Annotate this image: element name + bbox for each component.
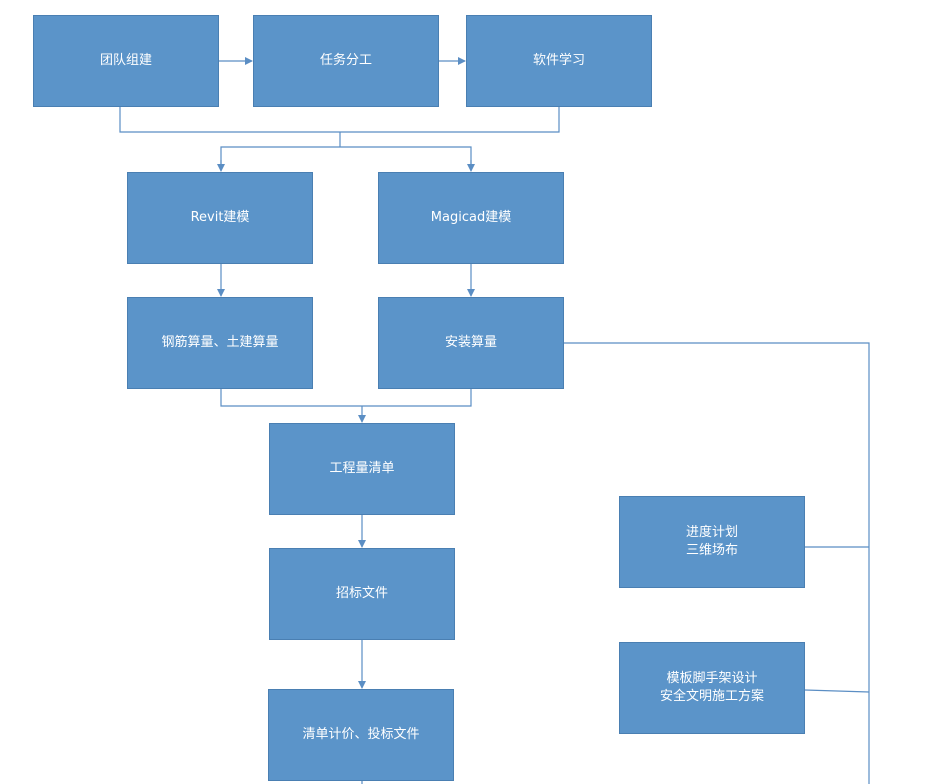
node-label: 工程量清单 [329, 461, 395, 476]
connector-quantity-merge [220, 389, 472, 407]
connector-split-modeling [220, 146, 472, 170]
node-label: 软件学习 [532, 53, 585, 68]
node-label: 任务分工 [319, 53, 372, 68]
node-label-line-1: 模板脚手架设计 [666, 671, 758, 686]
node-label: 招标文件 [335, 586, 388, 601]
connector-formwork-to-right [804, 689, 870, 693]
node-software-learning: 软件学习 [466, 15, 652, 107]
node-bill-of-quantities: 工程量清单 [269, 423, 455, 515]
node-team-building: 团队组建 [33, 15, 219, 107]
node-label: 钢筋算量、土建算量 [161, 335, 279, 350]
node-installation-quantity: 安装算量 [378, 297, 564, 389]
node-rebar-civil-quantity: 钢筋算量、土建算量 [127, 297, 313, 389]
node-label-line-1: 进度计划 [685, 525, 738, 540]
node-pricing-bid-documents: 清单计价、投标文件 [268, 689, 454, 781]
node-magicad-modeling: Magicad建模 [378, 172, 564, 264]
node-label: 清单计价、投标文件 [302, 727, 420, 742]
node-formwork-safety-plan: 模板脚手架设计 安全文明施工方案 [619, 642, 805, 734]
node-tender-documents: 招标文件 [269, 548, 455, 640]
node-label-line-2: 三维场布 [685, 543, 738, 558]
node-label: 团队组建 [99, 53, 152, 68]
connector-top-row-merge [119, 107, 560, 133]
node-label: Magicad建模 [430, 210, 512, 225]
node-schedule-site-layout: 进度计划 三维场布 [619, 496, 805, 588]
node-label: Revit建模 [190, 210, 250, 225]
node-label: 安装算量 [444, 335, 497, 350]
node-label-line-2: 安全文明施工方案 [659, 689, 764, 704]
connector-install-to-right [564, 342, 870, 784]
node-revit-modeling: Revit建模 [127, 172, 313, 264]
node-task-division: 任务分工 [253, 15, 439, 107]
